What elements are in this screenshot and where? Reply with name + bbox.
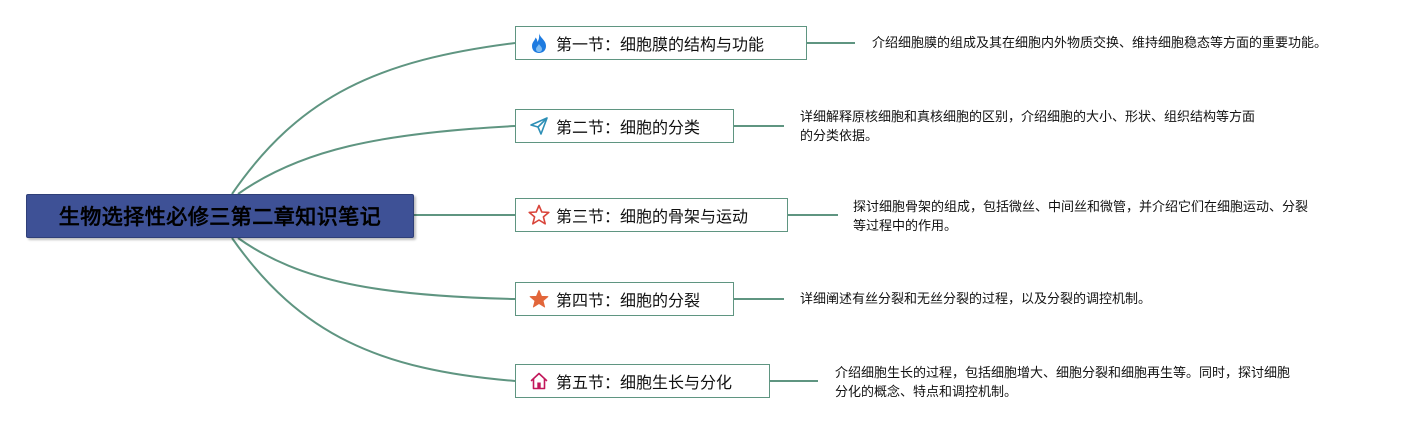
section-desc-5: 介绍细胞生长的过程，包括细胞增大、细胞分裂和细胞再生等。同时，探讨细胞 分化的概… <box>835 366 1291 400</box>
section-node-2[interactable]: 第二节：细胞的分类 <box>515 109 734 143</box>
section-title-2: 第二节：细胞的分类 <box>556 118 701 137</box>
section-desc-1: 介绍细胞膜的组成及其在细胞内外物质交换、维持细胞稳态等方面的重要功能。 <box>872 36 1328 51</box>
section-desc-4: 详细阐述有丝分裂和无丝分裂的过程，以及分裂的调控机制。 <box>800 292 1152 307</box>
branch-line-1 <box>231 42 516 195</box>
root-title: 生物选择性必修三第二章知识笔记 <box>58 205 382 229</box>
section-node-5[interactable]: 第五节：细胞生长与分化 <box>515 364 770 398</box>
section-title-5: 第五节：细胞生长与分化 <box>556 373 733 392</box>
home-icon <box>528 370 550 392</box>
branch-line-4 <box>237 237 516 300</box>
section-desc-3: 探讨细胞骨架的组成，包括微丝、中间丝和微管，并介绍它们在细胞运动、分裂 等过程中… <box>853 200 1309 234</box>
section-title-1: 第一节：细胞膜的结构与功能 <box>556 35 765 54</box>
section-node-1[interactable]: 第一节：细胞膜的结构与功能 <box>515 26 807 60</box>
branch-line-2 <box>237 125 516 195</box>
branch-line-5 <box>231 237 516 382</box>
section-title-4: 第四节：细胞的分裂 <box>556 291 701 310</box>
root-topic[interactable]: 生物选择性必修三第二章知识笔记 <box>26 194 414 238</box>
section-node-4[interactable]: 第四节：细胞的分裂 <box>515 282 734 316</box>
star-filled-icon <box>528 288 550 310</box>
section-title-3: 第三节：细胞的骨架与运动 <box>556 207 749 226</box>
star-outline-icon <box>528 204 550 226</box>
section-desc-2: 详细解释原核细胞和真核细胞的区别，介绍细胞的大小、形状、组织结构等方面 的分类依… <box>800 110 1256 144</box>
paper-plane-icon <box>528 115 550 137</box>
flame-icon <box>528 32 550 54</box>
section-node-3[interactable]: 第三节：细胞的骨架与运动 <box>515 198 788 232</box>
